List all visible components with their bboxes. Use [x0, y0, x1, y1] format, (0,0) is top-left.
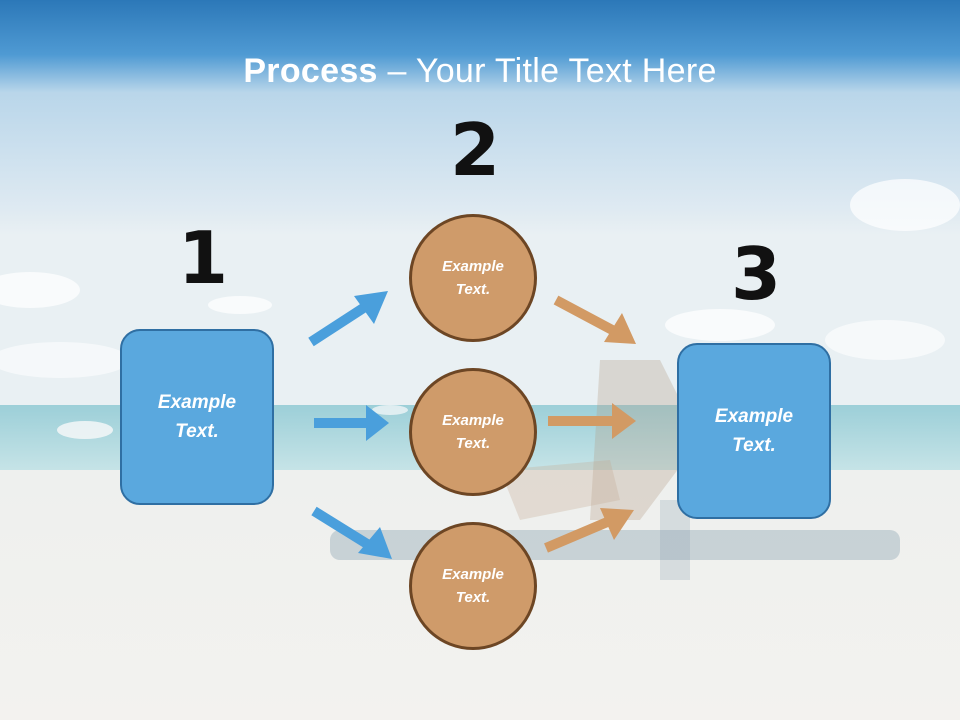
- step-1-box-line2: Text.: [175, 421, 219, 442]
- step-1-number: 1: [178, 216, 229, 300]
- circle-middle-line1: Example: [442, 412, 504, 429]
- step-1-box-line1: Example: [157, 392, 237, 413]
- process-circle-bottom: Example Text.: [409, 522, 537, 650]
- slide-title: Process – Your Title Text Here: [0, 52, 960, 91]
- step-3-box-line2: Text.: [732, 435, 776, 456]
- title-bold: Process: [243, 52, 378, 90]
- step-3-box: Example Text.: [677, 343, 831, 519]
- step-3-number: 3: [731, 232, 782, 316]
- circle-top-line2: Text.: [455, 281, 491, 298]
- circle-middle-line2: Text.: [455, 435, 491, 452]
- step-1-box: Example Text.: [120, 329, 274, 505]
- circle-bottom-line2: Text.: [455, 589, 491, 606]
- process-circle-middle: Example Text.: [409, 368, 537, 496]
- circle-top-line1: Example: [442, 258, 504, 275]
- title-rest: – Your Title Text Here: [377, 52, 717, 90]
- circle-bottom-line1: Example: [442, 566, 504, 583]
- process-circle-top: Example Text.: [409, 214, 537, 342]
- step-3-box-line1: Example: [714, 406, 794, 427]
- step-2-number: 2: [450, 108, 501, 192]
